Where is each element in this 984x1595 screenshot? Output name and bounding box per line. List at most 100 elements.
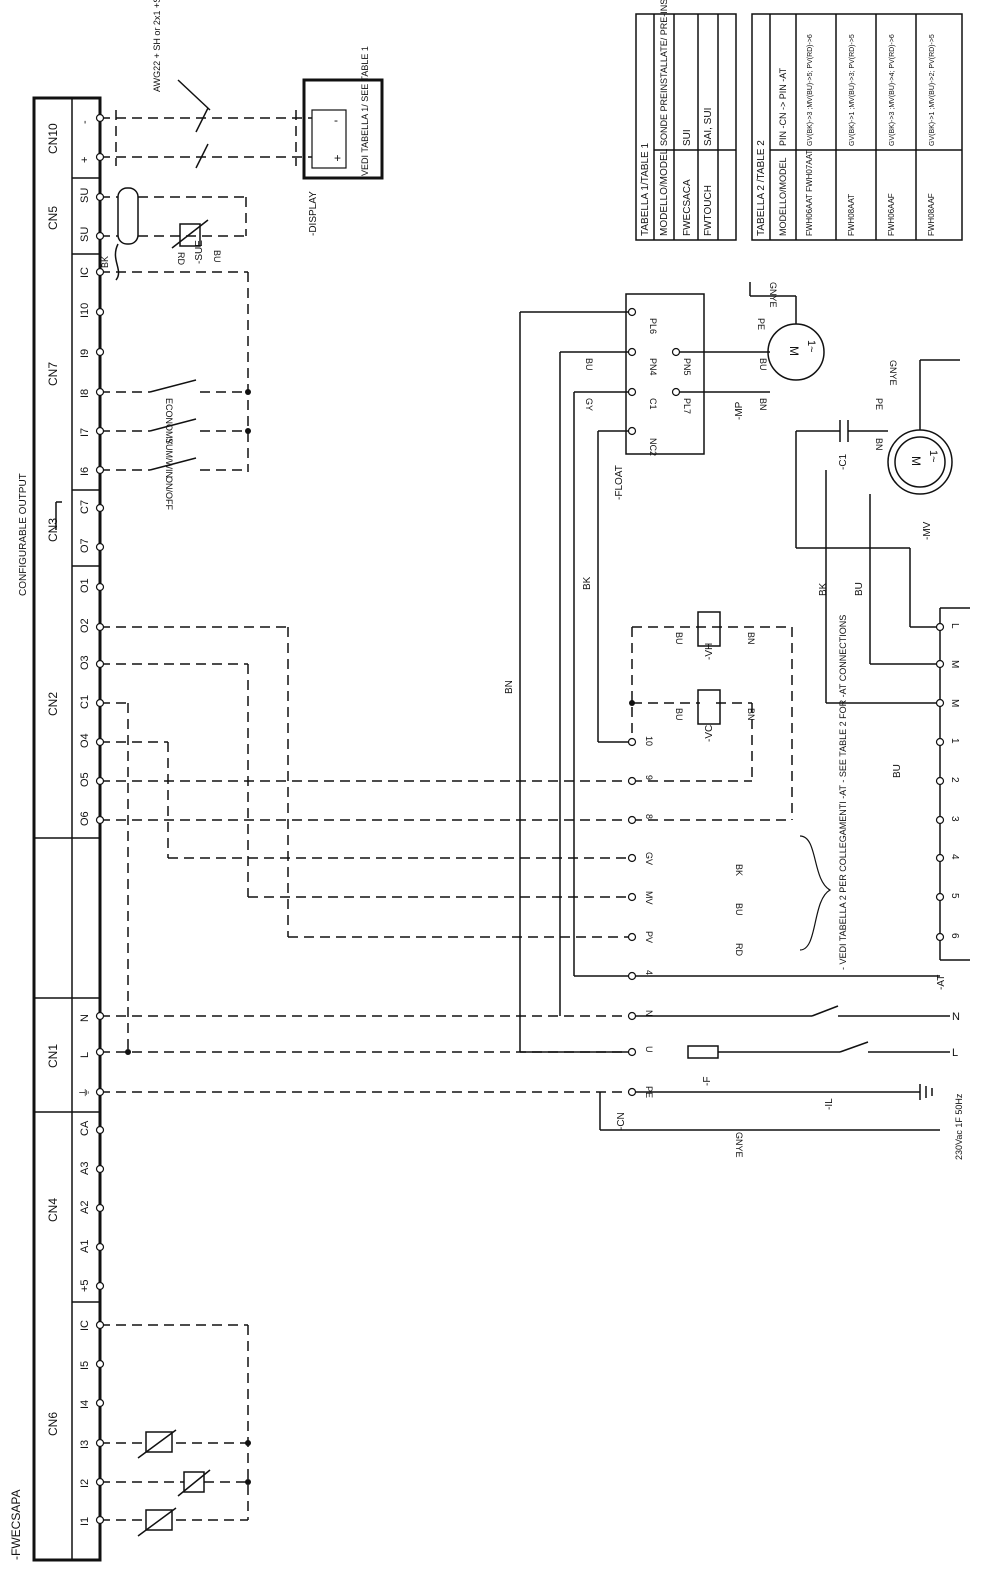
cn7-label: CN7 (46, 362, 60, 386)
cn-gnye: GNYE (734, 1132, 744, 1158)
table2-row2-pins: GV(BK)->1 ;MV(BU)->3; PV(RD)->5 (849, 34, 856, 146)
controller-name: -FWECSAPA (9, 1490, 23, 1560)
table1-header-probes: SONDE PREINSTALLATE/ PRE-INSTALLED PROBE… (659, 0, 669, 146)
cn10-pin-0-label: - (79, 120, 91, 124)
display-pin-minus: - (334, 113, 338, 127)
pump-name: -MP (734, 401, 745, 420)
float-terminal-3 (627, 426, 637, 436)
cn2-pin-5-terminal (95, 776, 105, 786)
at-terminal-label-6: 4 (949, 854, 960, 860)
cn-terminal-pin-2 (627, 815, 637, 825)
cn7-pin-5-label: I6 (79, 467, 91, 476)
valve-vc-bu: BU (674, 708, 684, 721)
wire-bu-label: BU (892, 764, 903, 778)
cn2-pin-5-label: O5 (79, 772, 91, 787)
cn3-pin-1-terminal (95, 542, 105, 552)
fan-name: -MV (922, 521, 933, 540)
table1-row2-probes: SAI, SUI (703, 108, 714, 146)
probe-sue-bk: BK (100, 256, 110, 268)
at-terminal-label-1: M (949, 660, 960, 668)
fan-gnye: GNYE (888, 360, 898, 386)
cn5-label: CN5 (46, 206, 60, 230)
cn10-pin-0-terminal (95, 113, 105, 123)
cn-terminal-pin-5 (627, 932, 637, 942)
cn7-pin-4-label: I7 (79, 428, 91, 437)
cn4-pin-0-terminal (95, 1125, 105, 1135)
cn7-pin-5-terminal (95, 465, 105, 475)
valve-vc-name: -VC (704, 725, 715, 742)
cn2-pin-3-terminal (95, 698, 105, 708)
table1-title: TABELLA 1/TABLE 1 (640, 143, 651, 236)
at-terminal-label-3: 1 (949, 738, 960, 744)
switch-onoff-label: ON/OFF (164, 476, 174, 510)
float-wire-bu: BU (584, 358, 594, 371)
float-pin-nc2: NC2 (648, 438, 658, 456)
cn6-pin-1-terminal (95, 1359, 105, 1369)
cn2-pin-2-label: O3 (79, 655, 91, 670)
cn6-pin-2-terminal (95, 1398, 105, 1408)
cn10-pin-1-label: + (79, 157, 91, 163)
float-inner-pn5: PN5 (682, 358, 692, 376)
cn-terminal-pin-8 (627, 1047, 637, 1057)
pump-symbol-phase: 1~ (805, 340, 817, 353)
cn4-pin-3-terminal (95, 1242, 105, 1252)
pump-wire-bn: BN (758, 398, 768, 411)
cn10-label: CN10 (46, 123, 60, 154)
cn-terminal-label-7: N (644, 1010, 654, 1017)
table1-row2-model: FWTOUCH (703, 185, 714, 236)
cn4-pin-4-label: +5 (79, 1279, 91, 1292)
float-pin-c1: C1 (648, 398, 658, 410)
at-terminal-pin-7 (935, 892, 945, 902)
wire-gv-bk-label: BK (734, 864, 744, 876)
cn2-pin-1-terminal (95, 622, 105, 632)
at-terminal-pin-0 (935, 622, 945, 632)
capacitor-name: -C1 (838, 453, 849, 470)
cn-terminal-pin-7 (627, 1011, 637, 1021)
cn2-pin-0-label: O1 (79, 578, 91, 593)
cn4-label: CN4 (46, 1198, 60, 1222)
float-inner-pl7: PL7 (682, 398, 692, 414)
pump-pe: PE (756, 318, 766, 330)
cn-terminal-label-8: U (644, 1046, 654, 1053)
table1-frame (635, 13, 737, 241)
cn1-pin-2-label: ⏚ (78, 1087, 91, 1098)
table2-row2-model: FWH08AAT (847, 194, 856, 236)
wire-pv-rd-label: RD (734, 943, 744, 956)
display-name: -DISPLAY (308, 191, 319, 236)
cn4-pin-3-label: A1 (79, 1240, 91, 1253)
table2-row3-model: FWH06AAF (887, 193, 896, 236)
wire-bn-label: BN (504, 680, 515, 694)
table1-row1-model: FWECSACA (682, 179, 693, 236)
cn7-pin-2-terminal (95, 347, 105, 357)
cn-terminal-label-4: MV (644, 891, 654, 905)
cn7-pin-4-terminal (95, 426, 105, 436)
float-inner-terminal-0 (671, 347, 681, 357)
probe-sue-body (117, 187, 139, 245)
valve-vh-bu: BU (674, 632, 684, 645)
cn6-pin-3-label: I3 (79, 1440, 91, 1449)
at-terminal-label-8: 6 (949, 933, 960, 939)
cn6-label: CN6 (46, 1412, 60, 1436)
cn-terminal-label-2: 8 (644, 814, 654, 819)
cn-terminal-pin-9 (627, 1087, 637, 1097)
cn6-pin-5-label: I1 (79, 1517, 91, 1526)
at-terminal-label-2: M (949, 699, 960, 707)
cn6-pin-4-label: I2 (79, 1479, 91, 1488)
cn4-pin-2-terminal (95, 1203, 105, 1213)
cn6-pin-1-label: I5 (79, 1361, 91, 1370)
table2-row1-model: FWH06AAT FWH07AAT (805, 150, 814, 236)
float-pin-pl6: PL6 (648, 318, 658, 334)
probe-sue-name: -SUE (194, 240, 205, 264)
at-terminal-pin-8 (935, 932, 945, 942)
cn-terminal-pin-0 (627, 737, 637, 747)
wire-bk-label: BK (582, 576, 593, 590)
display-pin-plus: + (334, 151, 341, 165)
at-terminal-name: -AT (936, 975, 947, 990)
cn2-pin-6-terminal (95, 815, 105, 825)
display-cable-label: AWG22 + SH or 2x1 +SH (152, 0, 162, 92)
fan-pe: PE (874, 398, 884, 410)
float-name: -FLOAT (614, 465, 625, 500)
cn6-pin-0-label: IC (79, 1320, 91, 1331)
